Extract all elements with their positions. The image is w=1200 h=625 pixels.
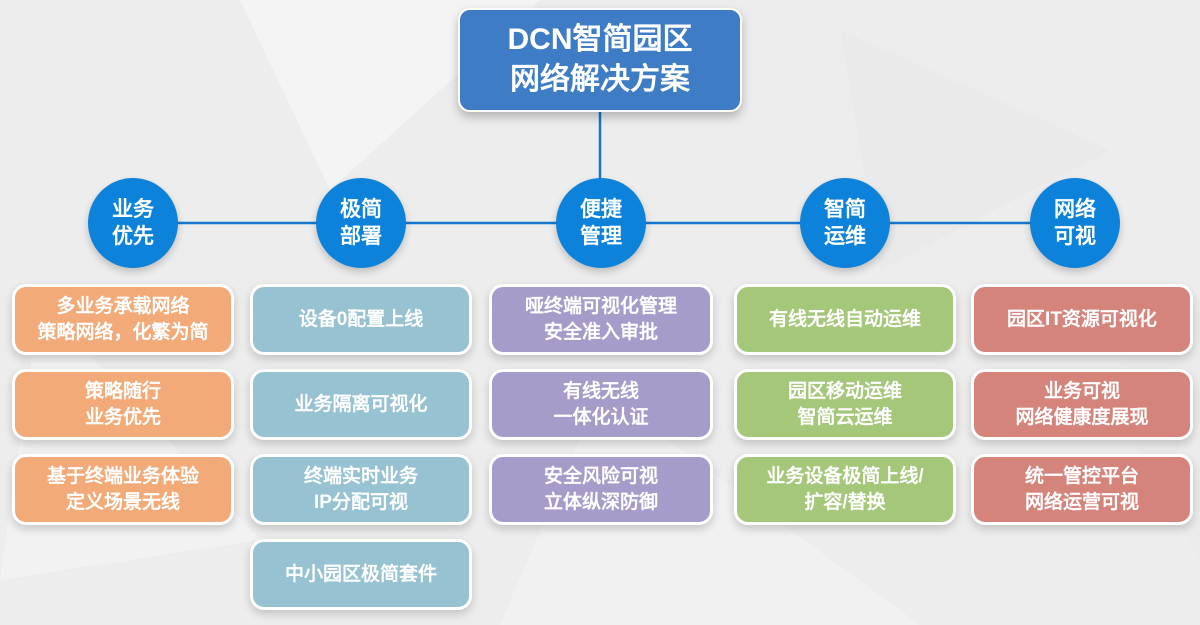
card-text: 智简云运维 — [797, 406, 893, 428]
card-text: 立体纵深防御 — [543, 491, 658, 513]
circle-simple-deployment: 极简 部署 — [316, 178, 406, 268]
card-text: 有线无线自动运维 — [768, 308, 921, 330]
circle-label: 运维 — [824, 225, 866, 248]
card: 基于终端业务体验 定义场景无线 — [12, 454, 234, 525]
card: 策略随行 业务优先 — [12, 369, 234, 440]
decor-polygon — [840, 30, 1110, 270]
column-business-first: 多业务承载网络 策略网络，化繁为简 策略随行 业务优先 基于终端业务体验 定义场… — [12, 284, 234, 525]
card-text: 策略网络，化繁为简 — [37, 321, 209, 343]
column-smart-operations: 有线无线自动运维 园区移动运维 智简云运维 业务设备极简上线/ 扩容/替换 — [734, 284, 956, 525]
card-text: 安全准入审批 — [543, 321, 658, 343]
circle-label: 便捷 — [580, 198, 622, 221]
circle-label: 可视 — [1054, 225, 1096, 248]
card-text: 安全风险可视 — [543, 465, 658, 487]
card: 业务设备极简上线/ 扩容/替换 — [734, 454, 956, 525]
circle-label: 优先 — [112, 225, 154, 248]
card-text: 业务设备极简上线/ — [766, 465, 924, 487]
title-line-1: DCN智简园区 — [507, 23, 693, 56]
card: 园区移动运维 智简云运维 — [734, 369, 956, 440]
card-text: 基于终端业务体验 — [46, 465, 199, 487]
card-text: 扩容/替换 — [804, 491, 886, 513]
circle-label: 部署 — [340, 225, 382, 248]
circle-label: 管理 — [580, 225, 622, 248]
title-box: DCN智简园区 网络解决方案 — [458, 8, 742, 112]
card-text: IP分配可视 — [314, 491, 408, 513]
card-text: 业务可视 — [1043, 380, 1120, 402]
card: 有线无线 一体化认证 — [489, 369, 713, 440]
card-text: 哑终端可视化管理 — [524, 295, 677, 317]
circle-network-visibility: 网络 可视 — [1030, 178, 1120, 268]
card-text: 多业务承载网络 — [56, 295, 190, 317]
circle-label: 网络 — [1054, 198, 1096, 221]
card-text: 一体化认证 — [553, 406, 649, 428]
card-text: 策略随行 — [84, 380, 161, 402]
circle-label: 智简 — [824, 198, 866, 221]
title-line-2: 网络解决方案 — [510, 63, 690, 96]
card-text: 设备0配置上线 — [298, 308, 424, 330]
card: 多业务承载网络 策略网络，化繁为简 — [12, 284, 234, 355]
card-text: 终端实时业务 — [303, 465, 418, 487]
circle-easy-management: 便捷 管理 — [556, 178, 646, 268]
column-simple-deployment: 设备0配置上线 业务隔离可视化 终端实时业务 IP分配可视 中小园区极简套件 — [250, 284, 472, 610]
card-text: 统一管控平台 — [1024, 465, 1139, 487]
card-text: 中小园区极简套件 — [284, 563, 437, 585]
circle-label: 极简 — [340, 198, 382, 221]
card: 园区IT资源可视化 — [971, 284, 1193, 355]
column-easy-management: 哑终端可视化管理 安全准入审批 有线无线 一体化认证 安全风险可视 立体纵深防御 — [489, 284, 713, 525]
card: 中小园区极简套件 — [250, 539, 472, 610]
card: 业务可视 网络健康度展现 — [971, 369, 1193, 440]
circle-business-first: 业务 优先 — [88, 178, 178, 268]
circle-label: 业务 — [112, 198, 154, 221]
card-text: 园区移动运维 — [787, 380, 902, 402]
card-text: 有线无线 — [562, 380, 639, 402]
card: 终端实时业务 IP分配可视 — [250, 454, 472, 525]
card-text: 业务优先 — [84, 406, 161, 428]
card-text: 园区IT资源可视化 — [1007, 308, 1157, 330]
card: 统一管控平台 网络运营可视 — [971, 454, 1193, 525]
card: 设备0配置上线 — [250, 284, 472, 355]
card-text: 网络健康度展现 — [1015, 406, 1149, 428]
card: 业务隔离可视化 — [250, 369, 472, 440]
card-text: 网络运营可视 — [1024, 491, 1139, 513]
card-text: 定义场景无线 — [65, 491, 180, 513]
card: 安全风险可视 立体纵深防御 — [489, 454, 713, 525]
card: 有线无线自动运维 — [734, 284, 956, 355]
card-text: 业务隔离可视化 — [294, 393, 428, 415]
column-network-visibility: 园区IT资源可视化 业务可视 网络健康度展现 统一管控平台 网络运营可视 — [971, 284, 1193, 525]
circle-smart-operations: 智简 运维 — [800, 178, 890, 268]
card: 哑终端可视化管理 安全准入审批 — [489, 284, 713, 355]
